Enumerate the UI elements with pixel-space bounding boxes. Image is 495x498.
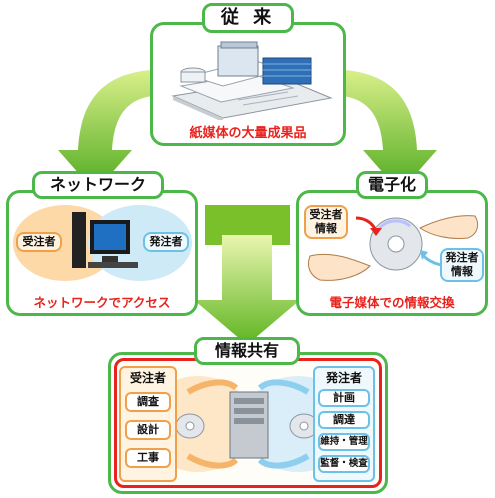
- network-title: ネットワーク: [32, 171, 164, 199]
- share-orderer-heading: 受注者: [129, 371, 166, 385]
- digital-client-label: 発注者 情報: [440, 248, 484, 282]
- digital-exchange-illustration: [307, 215, 479, 281]
- paper-documents-illustration: [171, 41, 333, 120]
- share-orderer-item: 調査: [125, 392, 171, 412]
- share-client-item: 監督・検査: [318, 455, 370, 473]
- share-client-item: 調達: [318, 411, 370, 429]
- network-caption: ネットワークでアクセス: [33, 295, 171, 310]
- arrow-to-network: [58, 70, 152, 192]
- share-client-item: 計画: [318, 389, 370, 407]
- conventional-title: 従 来: [202, 3, 294, 33]
- share-client-heading: 発注者: [325, 371, 362, 385]
- info-share-title: 情報共有: [194, 337, 300, 365]
- network-orderer-label: 受注者: [16, 232, 62, 252]
- network-client-label: 発注者: [143, 232, 189, 252]
- network-illustration: [13, 205, 192, 281]
- share-client-item: 維持・管理: [318, 433, 370, 451]
- digital-caption: 電子媒体での情報交換: [329, 295, 455, 310]
- digital-orderer-label: 受注者 情報: [304, 205, 348, 239]
- arrow-to-share: [194, 235, 300, 345]
- digital-title: 電子化: [356, 171, 428, 199]
- share-orderer-item: 設計: [125, 420, 171, 440]
- share-orderer-item: 工事: [125, 448, 171, 468]
- arrow-to-digital: [343, 70, 437, 192]
- conventional-caption: 紙媒体の大量成果品: [189, 126, 307, 141]
